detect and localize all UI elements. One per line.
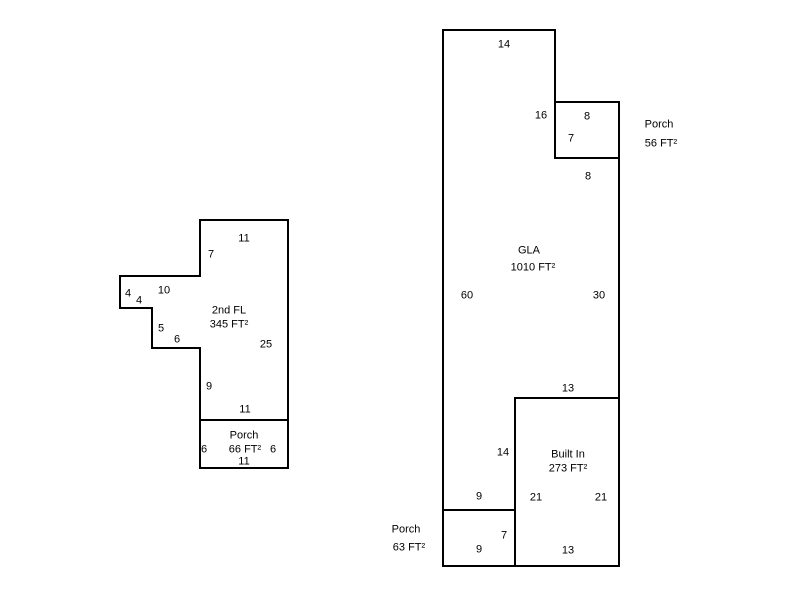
dim-second-floor-porch-right: 6 (269, 443, 277, 456)
dim-second-floor-notch-right: 5 (157, 322, 165, 335)
built-in-area: 273 FT² (548, 462, 588, 475)
dim-second-floor-notch-top: 10 (157, 284, 171, 297)
built-in-outline (514, 397, 620, 567)
dim-second-floor-porch-bottom: 11 (238, 455, 250, 468)
dim-built-in-bottom: 13 (561, 544, 575, 557)
built-in-name: Built In (551, 448, 585, 461)
gla-area: 1010 FT² (510, 261, 556, 274)
dim-lower-porch-bottom: 9 (475, 543, 483, 556)
dim-gla-right: 30 (592, 289, 606, 302)
dim-upper-porch-left: 7 (567, 132, 575, 145)
dim-gla-left: 60 (460, 289, 474, 302)
dim-gla-step-right: 8 (584, 170, 592, 183)
dim-second-floor-bottom: 11 (239, 403, 251, 416)
lower-porch-area: 63 FT² (392, 541, 426, 554)
dim-second-floor-top: 11 (238, 232, 250, 245)
upper-porch-area: 56 FT² (644, 137, 678, 150)
lower-porch-name: Porch (391, 523, 421, 536)
dim-second-floor-porch-left: 6 (200, 443, 208, 456)
dim-gla-bottom: 9 (475, 490, 483, 503)
dim-second-floor-step-bottom: 6 (173, 333, 181, 346)
dim-gla-right-upper: 16 (534, 109, 548, 122)
second-floor-porch-name: Porch (229, 429, 259, 442)
dim-second-floor-notch-left: 4 (124, 287, 132, 300)
dim-built-in-left: 21 (529, 491, 543, 504)
second-floor-outline (119, 219, 289, 421)
dim-upper-porch-top: 8 (583, 110, 591, 123)
second-floor-porch-outline (199, 419, 289, 469)
dim-second-floor-notch-bottom: 4 (135, 294, 143, 307)
second-floor-porch-area: 66 FT² (228, 443, 262, 456)
dim-second-floor-left-lower: 9 (205, 380, 213, 393)
second-floor-name: 2nd FL (211, 304, 247, 317)
dim-gla-built-in-top: 13 (561, 382, 575, 395)
second-floor-area: 345 FT² (209, 318, 249, 331)
dim-second-floor-left-upper: 7 (207, 248, 215, 261)
lower-porch-outline (442, 509, 516, 567)
dim-gla-right-lower: 14 (496, 446, 510, 459)
dim-second-floor-right: 25 (259, 338, 273, 351)
dim-lower-porch-right: 7 (500, 529, 508, 542)
dim-gla-top: 14 (497, 38, 511, 51)
dim-built-in-right: 21 (594, 491, 608, 504)
upper-porch-name: Porch (644, 118, 674, 131)
gla-name: GLA (517, 244, 541, 257)
upper-porch-outline (554, 101, 620, 159)
